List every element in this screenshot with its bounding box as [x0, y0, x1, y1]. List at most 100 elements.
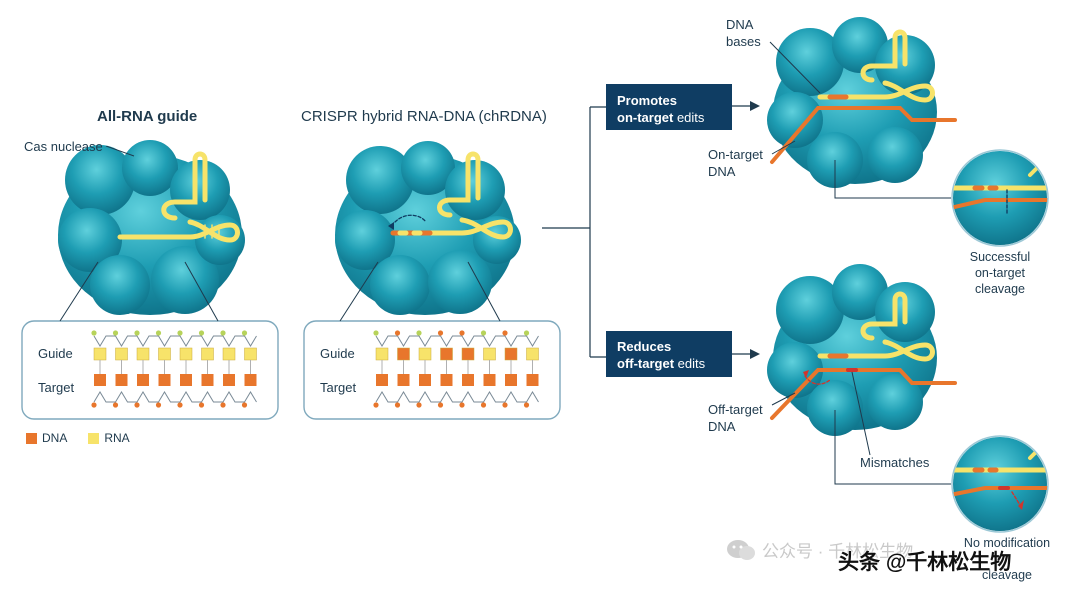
target-backbone-node — [112, 402, 119, 408]
guide-backbone-node — [155, 330, 162, 336]
guide-base — [222, 347, 236, 361]
dna-bases-line1: DNA — [726, 17, 754, 32]
target-backbone-node — [220, 402, 226, 408]
target-backbone-node — [416, 402, 422, 408]
partial-line1: No modification — [963, 536, 1051, 550]
target-backbone-node — [91, 402, 97, 408]
promotes-line1: Promotes — [617, 93, 677, 108]
reduces-off-target-box: Reduces off-target edits — [606, 331, 732, 377]
guide-backbone-node — [502, 330, 508, 336]
guide-backbone-node — [373, 330, 379, 336]
mismatches-label: Mismatches — [860, 455, 930, 470]
guide-base — [440, 347, 453, 361]
target-base — [223, 374, 235, 386]
guide-backbone-node — [198, 330, 205, 336]
guide-base — [158, 347, 171, 361]
success-zoom-circle — [951, 149, 1049, 247]
guide-backbone-node — [134, 330, 140, 336]
target-base — [483, 374, 496, 386]
reduces-bold: off-target — [617, 356, 675, 371]
on-target-line1: On-target — [708, 147, 763, 162]
toutiao-watermark: 头条 @千林松生物 — [838, 551, 1012, 574]
promotes-rest: edits — [673, 110, 705, 125]
left-rna-guide — [117, 151, 240, 243]
guide-backbone-node — [416, 330, 422, 336]
target-backbone-node — [502, 402, 508, 408]
middle-cas-protein — [335, 141, 521, 315]
guide-backbone-node — [394, 330, 401, 336]
target-backbone-node — [459, 402, 465, 408]
wechat-watermark: 公众号 · 千林松生物 — [726, 537, 913, 562]
target-backbone-node — [437, 402, 444, 408]
guide-backbone-node — [91, 330, 97, 336]
reduces-line1: Reduces — [617, 339, 672, 354]
target-base — [419, 374, 431, 386]
guide-base — [375, 347, 389, 361]
guide-backbone-node — [220, 330, 226, 336]
middle-target-row-label: Target — [320, 380, 357, 395]
middle-base-pair-ladder — [373, 330, 539, 408]
left-panel-title: All-RNA guide — [97, 108, 198, 125]
guide-backbone-node — [523, 330, 530, 336]
on-target-dna-label: On-target DNA — [708, 146, 763, 180]
guide-base — [504, 347, 518, 361]
cas-label-leader — [105, 146, 135, 157]
promotes-on-target-box: Promotes on-target edits — [606, 84, 732, 130]
off-target-line1: Off-target — [708, 402, 763, 417]
guide-base — [179, 347, 193, 361]
target-backbone-node — [134, 402, 140, 408]
target-base — [505, 374, 517, 386]
middle-panel-title: CRISPR hybrid RNA-DNA (chRDNA) — [301, 108, 547, 125]
middle-guide-row-label: Guide — [320, 346, 355, 361]
left-target-row-label: Target — [38, 380, 75, 395]
left-detail-box — [21, 320, 279, 420]
target-base — [462, 374, 474, 386]
target-base — [158, 374, 171, 386]
guide-base — [461, 347, 475, 361]
target-backbone-node — [523, 402, 530, 408]
on-target-line2: DNA — [708, 164, 736, 179]
guide-base — [115, 347, 128, 361]
rna-legend-label: RNA — [104, 431, 130, 445]
target-base — [376, 374, 388, 386]
target-backbone-node — [241, 402, 248, 408]
guide-base — [418, 347, 432, 361]
no-modification-label: No modification cleavage — [948, 535, 1066, 583]
target-backbone-node — [373, 402, 379, 408]
bottom-right-strands — [770, 291, 957, 420]
cas-nuclease-label: Cas nuclease — [24, 139, 103, 154]
target-backbone-node — [198, 402, 205, 408]
guide-base — [397, 347, 410, 361]
rna-legend-swatch — [88, 432, 100, 444]
middle-detail-box — [303, 320, 561, 420]
off-target-line2: DNA — [708, 419, 736, 434]
guide-backbone-node — [437, 330, 444, 336]
top-right-cas-protein — [767, 17, 937, 188]
target-base — [526, 374, 539, 386]
guide-backbone-node — [480, 330, 487, 336]
guide-base — [136, 347, 150, 361]
target-base — [180, 374, 192, 386]
guide-backbone-node — [112, 330, 119, 336]
guide-base — [526, 347, 539, 361]
left-guide-row-label: Guide — [38, 346, 73, 361]
guide-backbone-node — [177, 330, 183, 336]
guide-backbone-node — [459, 330, 465, 336]
guide-base — [244, 347, 257, 361]
target-base — [115, 374, 128, 386]
target-base — [94, 374, 106, 386]
reduces-rest: edits — [674, 356, 706, 371]
dna-bases-line2: bases — [726, 34, 761, 49]
target-backbone-node — [480, 402, 487, 408]
partial-line3: cleavage — [981, 568, 1033, 582]
target-backbone-node — [155, 402, 162, 408]
guide-base — [201, 347, 214, 361]
partial-zoom-circle — [951, 435, 1049, 533]
wechat-icon — [727, 539, 755, 560]
target-base — [440, 374, 453, 386]
legend: DNA RNA — [26, 431, 130, 445]
target-backbone-node — [177, 402, 183, 408]
success-line3: cleavage — [974, 282, 1026, 296]
middle-hybrid-guide — [390, 151, 513, 240]
off-target-dna-label: Off-target DNA — [708, 401, 763, 435]
